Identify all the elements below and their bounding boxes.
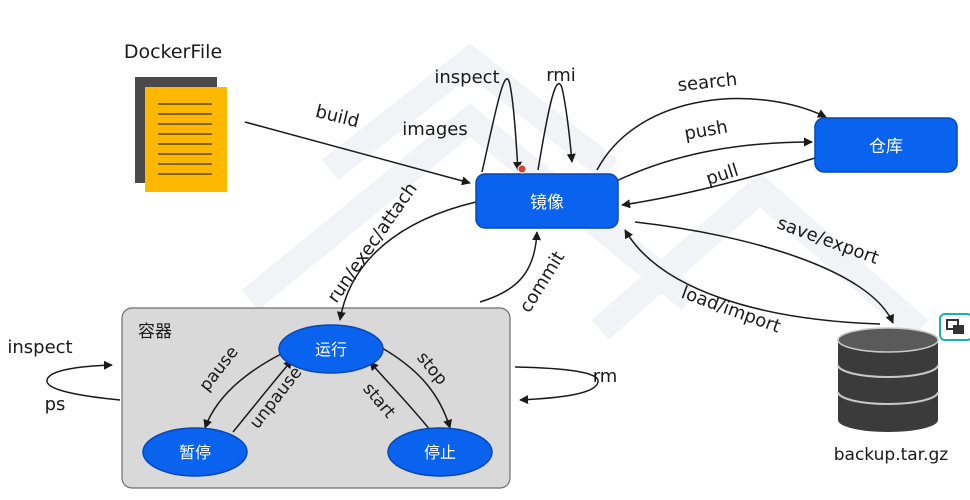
- edge-unpause: [232, 359, 293, 433]
- edge-pull: [621, 157, 816, 209]
- image-node-label: 镜像: [530, 193, 564, 213]
- edge-save-export: [634, 221, 894, 324]
- running-node: [278, 324, 384, 374]
- edge-load-import: [624, 229, 881, 325]
- stopped-node-label: 停止: [424, 443, 456, 462]
- background-watermark: [241, 43, 929, 340]
- label-images: images: [402, 119, 467, 140]
- paused-node-label: 暂停: [179, 443, 211, 462]
- edge-stop: [381, 347, 452, 429]
- edge-push: [611, 137, 813, 184]
- registry-node: [814, 117, 958, 173]
- label-search: search: [677, 69, 739, 96]
- registry-node-label: 仓库: [869, 137, 903, 157]
- dockerfile-label: DockerFile: [124, 41, 222, 63]
- stopped-node: [387, 427, 493, 477]
- container-group-label: 容器: [138, 322, 172, 342]
- edge-inspect-ps: [46, 360, 121, 401]
- label-pull: pull: [703, 160, 741, 190]
- edge-rm: [514, 366, 599, 405]
- label-push: push: [683, 116, 730, 144]
- screen-share-icon: [939, 313, 970, 341]
- edge-search: [596, 97, 827, 171]
- backup-label: backup.tar.gz: [834, 445, 949, 465]
- label-build: build: [313, 101, 361, 132]
- label-rm: rm: [593, 366, 618, 387]
- document-icon: [135, 77, 227, 192]
- image-node: [475, 173, 619, 229]
- edge-build: [244, 121, 471, 186]
- edge-commit: [479, 231, 542, 303]
- label-inspect-container: inspect: [7, 337, 72, 358]
- database-icon: [837, 327, 939, 432]
- edge-run-exec-attach: [336, 201, 477, 321]
- label-rmi: rmi: [546, 65, 576, 86]
- cursor-dot: [517, 164, 527, 174]
- label-commit: commit: [515, 248, 569, 317]
- edge-start: [369, 361, 431, 431]
- edge-rmi: [537, 82, 576, 171]
- running-node-label: 运行: [315, 340, 347, 359]
- edge-inspect-image: [481, 78, 522, 173]
- paused-node: [142, 427, 248, 477]
- label-ps: ps: [45, 394, 66, 415]
- label-inspect-image: inspect: [434, 67, 499, 88]
- label-load-import: load/import: [678, 282, 783, 337]
- edge-pause: [203, 352, 284, 429]
